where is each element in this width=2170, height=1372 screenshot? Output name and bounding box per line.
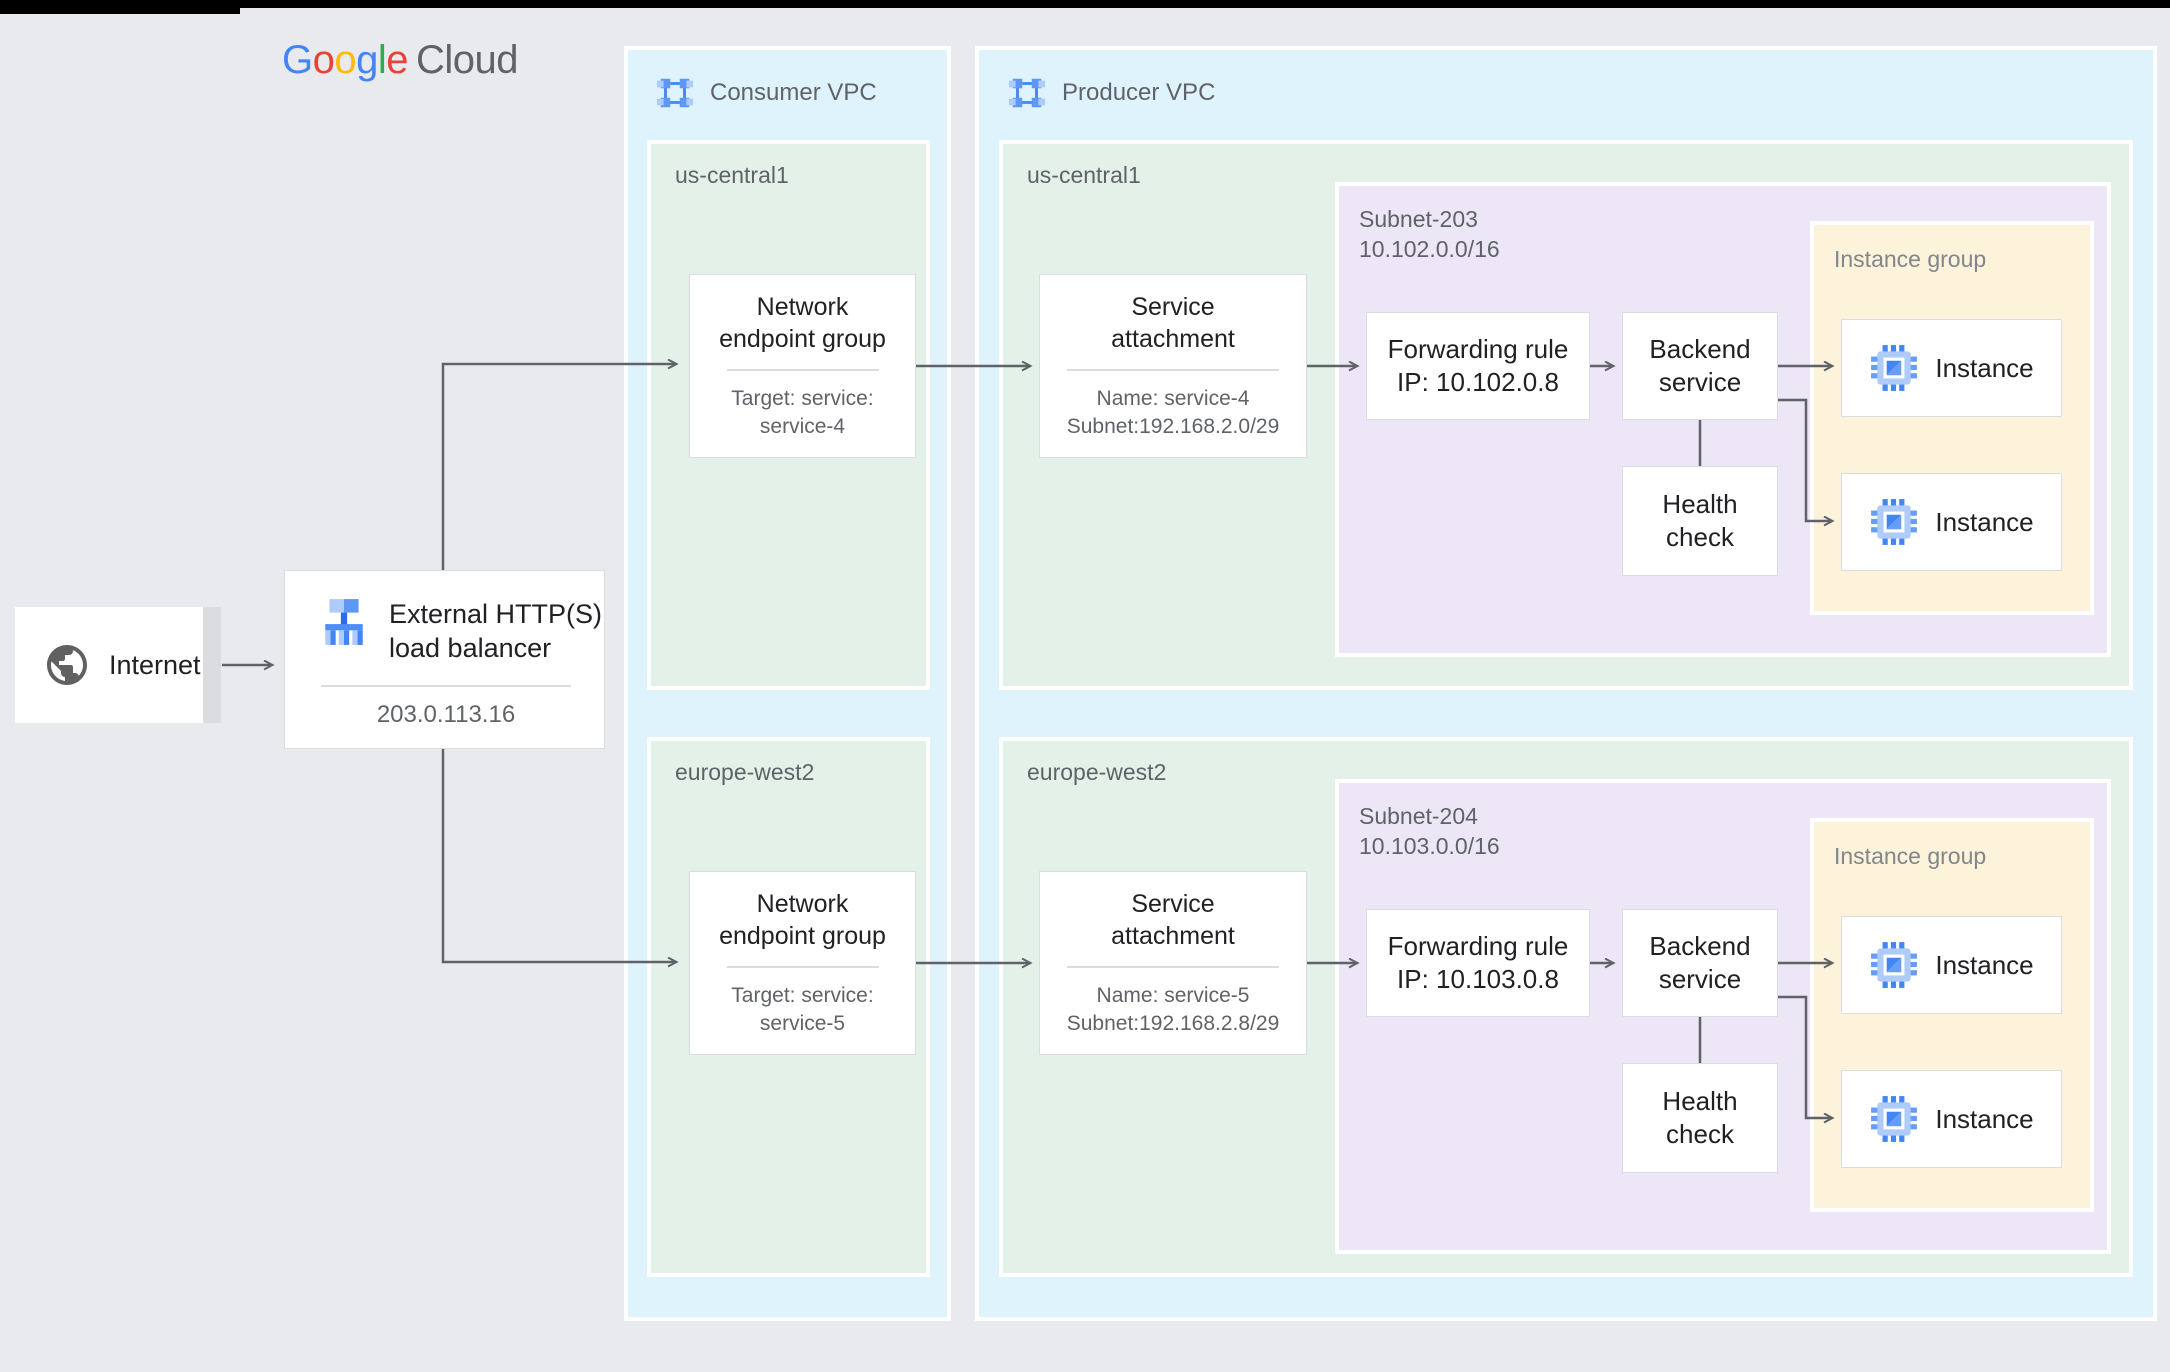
backend-service-box: Backend service bbox=[1622, 312, 1778, 420]
logo-letter: g bbox=[356, 38, 378, 82]
internet-box: Internet bbox=[15, 607, 203, 723]
instance-box: Instance bbox=[1841, 473, 2062, 571]
consumer-vpc-label: Consumer VPC bbox=[710, 79, 877, 106]
compute-chip-icon bbox=[1869, 1094, 1919, 1144]
logo-letter: o bbox=[334, 38, 357, 82]
compute-chip-icon bbox=[1869, 497, 1919, 547]
instance-box: Instance bbox=[1841, 916, 2062, 1014]
neg-target-line2: service-4 bbox=[759, 415, 846, 438]
divider bbox=[726, 369, 879, 371]
internet-box-shadow bbox=[203, 607, 221, 723]
lb-ip: 203.0.113.16 bbox=[376, 701, 516, 728]
divider bbox=[726, 966, 879, 968]
compute-chip-icon bbox=[1869, 343, 1919, 393]
subnet-label: Subnet-204 10.103.0.0/16 bbox=[1359, 801, 1500, 861]
divider bbox=[1067, 369, 1279, 371]
producer-vpc-header: Producer VPC bbox=[1008, 74, 1215, 112]
divider bbox=[1067, 966, 1279, 968]
top-left-black-tab bbox=[0, 0, 240, 14]
sa-name: Name: service-5 bbox=[1096, 984, 1250, 1007]
region-label: europe-west2 bbox=[1027, 759, 1167, 785]
logo-letter: e bbox=[386, 38, 409, 82]
backend-service-label: Backend service bbox=[1649, 334, 1751, 397]
sa-title: Service attachment bbox=[1111, 890, 1235, 950]
logo-letter: l bbox=[377, 38, 387, 82]
logo-letter: o bbox=[312, 38, 335, 82]
health-check-box: Health check bbox=[1622, 1063, 1778, 1173]
neg-target-line2: service-5 bbox=[759, 1012, 846, 1035]
network-endpoint-group-box: Network endpoint group Target: service: … bbox=[689, 274, 916, 458]
subnet-cidr: 10.103.0.0/16 bbox=[1359, 833, 1500, 859]
instance-label: Instance bbox=[1935, 353, 2034, 383]
instance-box: Instance bbox=[1841, 319, 2062, 417]
top-black-bar bbox=[0, 0, 2170, 8]
forwarding-rule-box: Forwarding rule IP: 10.103.0.8 bbox=[1366, 909, 1590, 1017]
lb-title-line2: load balancer bbox=[389, 633, 552, 663]
divider bbox=[321, 685, 571, 687]
service-attachment-box: Service attachment Name: service-4 Subne… bbox=[1039, 274, 1307, 458]
neg-title: Network endpoint group bbox=[719, 293, 886, 353]
logo-letter: G bbox=[282, 38, 313, 82]
vpc-network-icon bbox=[1008, 74, 1046, 112]
neg-target-line1: Target: service: bbox=[731, 984, 874, 1007]
logo-cloud-text: Cloud bbox=[416, 38, 519, 82]
load-balancer-icon bbox=[321, 597, 367, 647]
region-label: us-central1 bbox=[1027, 162, 1141, 188]
health-check-box: Health check bbox=[1622, 466, 1778, 576]
region-label: us-central1 bbox=[675, 162, 789, 188]
fr-line2: IP: 10.103.0.8 bbox=[1397, 964, 1559, 994]
lb-title-line1: External HTTP(S) bbox=[389, 599, 603, 629]
consumer-vpc-header: Consumer VPC bbox=[656, 74, 877, 112]
health-check-label: Health check bbox=[1662, 489, 1738, 552]
health-check-label: Health check bbox=[1662, 1086, 1738, 1149]
subnet-name: Subnet-204 bbox=[1359, 803, 1478, 829]
fr-line2: IP: 10.102.0.8 bbox=[1397, 367, 1559, 397]
subnet-label: Subnet-203 10.102.0.0/16 bbox=[1359, 204, 1500, 264]
vpc-network-icon bbox=[656, 74, 694, 112]
instance-label: Instance bbox=[1935, 507, 2034, 537]
neg-target-line1: Target: service: bbox=[731, 387, 874, 410]
sa-subnet: Subnet:192.168.2.8/29 bbox=[1066, 1012, 1280, 1035]
instance-label: Instance bbox=[1935, 1104, 2034, 1134]
internet-label: Internet bbox=[109, 649, 201, 680]
backend-service-label: Backend service bbox=[1649, 931, 1751, 994]
instance-box: Instance bbox=[1841, 1070, 2062, 1168]
region-label: europe-west2 bbox=[675, 759, 815, 785]
service-attachment-box: Service attachment Name: service-5 Subne… bbox=[1039, 871, 1307, 1055]
subnet-name: Subnet-203 bbox=[1359, 206, 1478, 232]
load-balancer-box: External HTTP(S) load balancer 203.0.113… bbox=[284, 570, 605, 749]
globe-icon bbox=[43, 641, 91, 689]
instance-label: Instance bbox=[1935, 950, 2034, 980]
sa-title: Service attachment bbox=[1111, 293, 1235, 353]
compute-chip-icon bbox=[1869, 940, 1919, 990]
sa-subnet: Subnet:192.168.2.0/29 bbox=[1066, 415, 1280, 438]
subnet-cidr: 10.102.0.0/16 bbox=[1359, 236, 1500, 262]
fr-line1: Forwarding rule bbox=[1387, 334, 1569, 364]
sa-name: Name: service-4 bbox=[1096, 387, 1250, 410]
fr-line1: Forwarding rule bbox=[1387, 931, 1569, 961]
instance-group-label: Instance group bbox=[1834, 246, 1987, 272]
network-endpoint-group-box: Network endpoint group Target: service: … bbox=[689, 871, 916, 1055]
instance-group-label: Instance group bbox=[1834, 843, 1987, 869]
forwarding-rule-box: Forwarding rule IP: 10.102.0.8 bbox=[1366, 312, 1590, 420]
backend-service-box: Backend service bbox=[1622, 909, 1778, 1017]
producer-vpc-label: Producer VPC bbox=[1062, 79, 1216, 106]
neg-title: Network endpoint group bbox=[719, 890, 886, 950]
